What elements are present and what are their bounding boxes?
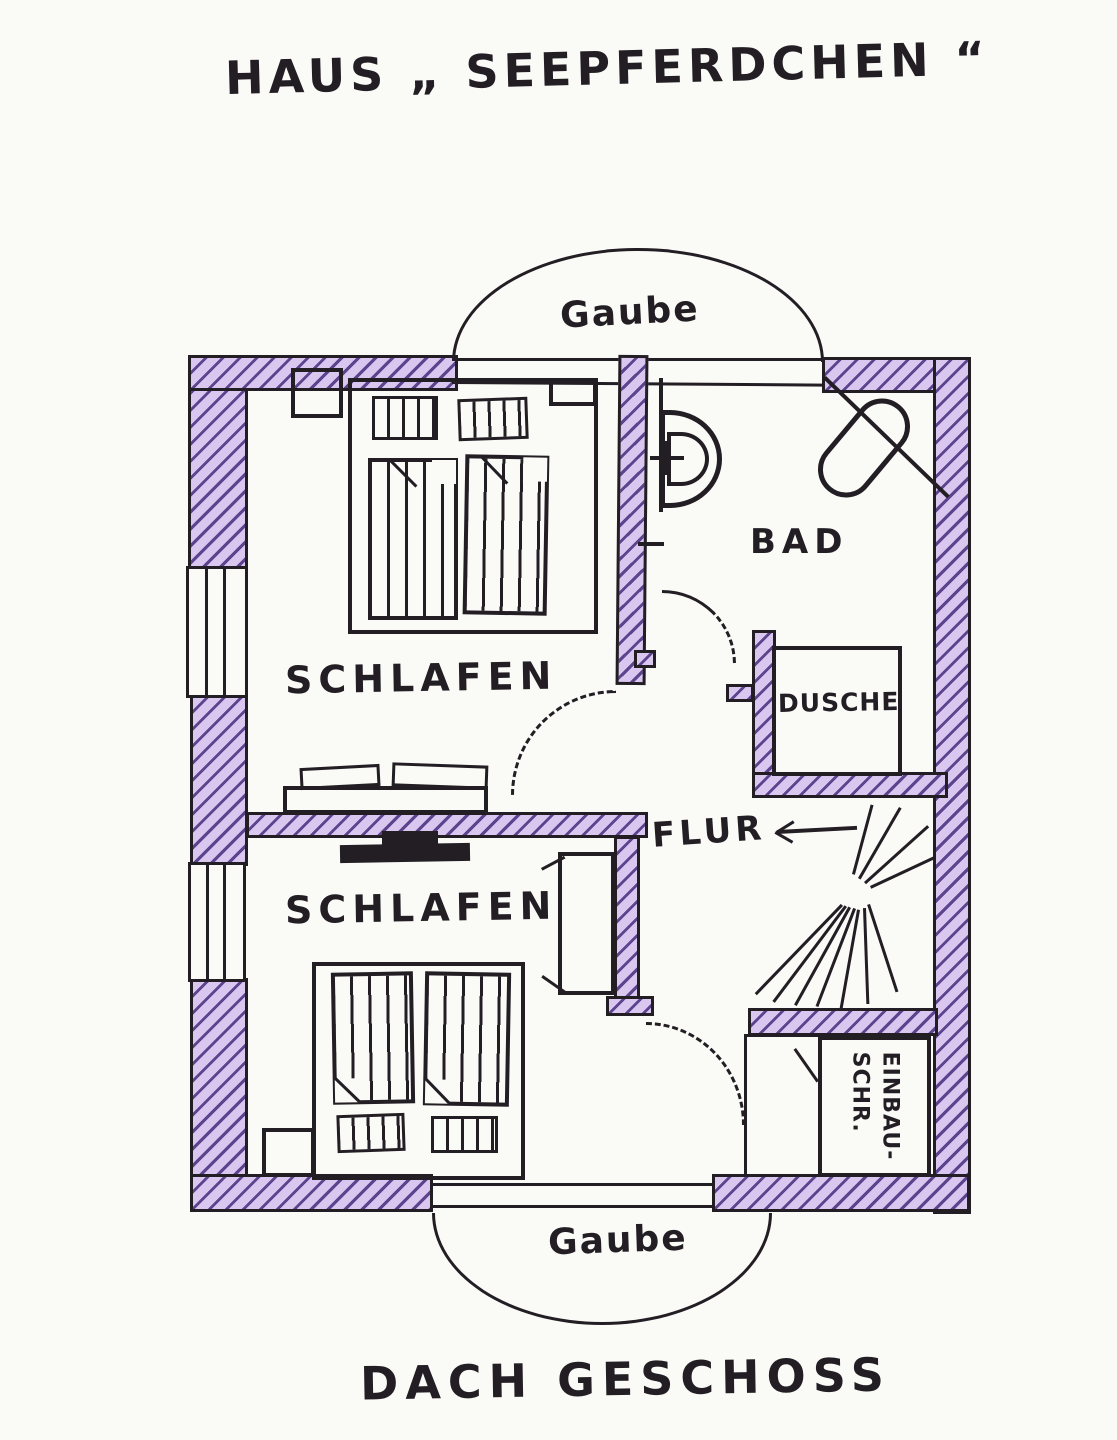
bench-seat (283, 786, 488, 814)
mattress (330, 971, 416, 1105)
mattress (462, 454, 550, 616)
cabinet (558, 852, 615, 995)
bench-backrest (299, 763, 381, 791)
wall-stairs-bottom (748, 1008, 938, 1036)
wall-left-bottom (190, 978, 248, 1212)
wall-hall-bedroom-divider (614, 836, 640, 1010)
mattress-fold-line (389, 460, 418, 488)
washbasin (806, 387, 922, 509)
window-glass-line (206, 865, 209, 979)
bench-backrest (391, 762, 489, 790)
wall-divider-foot (634, 650, 656, 668)
bed-frame-top (348, 378, 598, 634)
closet-niche-line-h (744, 1034, 822, 1037)
pillow (457, 396, 529, 442)
stair-tread-line (867, 904, 899, 993)
bathroom-label: BAD (750, 522, 849, 562)
closet-niche-line-v (744, 1036, 747, 1176)
nightstand (549, 378, 597, 406)
nightstand (262, 1128, 315, 1177)
builtin-closet-label: EINBAU- SCHR. (845, 1052, 904, 1161)
builtin-closet (818, 1036, 931, 1177)
window-left-upper (186, 566, 248, 698)
pillow (431, 1116, 498, 1153)
bedroom-bottom-door-arc (646, 1022, 745, 1125)
dormer-sill-line (430, 1183, 714, 1186)
wall-bedroom-bath-divider (615, 354, 649, 686)
wall-between-bedrooms (246, 812, 648, 838)
floor-label: DACH GESCHOSS (359, 1347, 892, 1411)
mattress-fold-corner (432, 460, 456, 484)
mattress (422, 971, 512, 1107)
window-glass-line (223, 569, 226, 695)
closet-door-line (793, 1048, 819, 1083)
dormer-label-bottom: Gaube (547, 1217, 689, 1264)
mattress-fold-corner (522, 457, 548, 482)
window-left-lower (188, 862, 246, 982)
pillow (372, 396, 438, 440)
stair-tread-line (863, 908, 870, 1005)
wall-left-mid (190, 694, 248, 866)
window-glass-line (205, 569, 208, 695)
bedroom-top-label: SCHLAFEN (284, 653, 558, 703)
stair-tread-line (852, 804, 874, 875)
nightstand (291, 368, 343, 418)
hallway-arrow-tail (777, 825, 858, 834)
wall-left-top (188, 358, 248, 570)
pillow (336, 1112, 406, 1154)
bed-frame-bottom (312, 962, 525, 1180)
bedroom-bottom-label: SCHLAFEN (284, 883, 558, 933)
wall-shower-stub (726, 684, 754, 702)
hallway-label: FLUR (650, 808, 767, 856)
shower-label: DUSCHE (777, 686, 900, 719)
plan-title: HAUS „ SEEPFERDCHEN “ (224, 31, 991, 106)
stair-tread-line (754, 903, 843, 996)
shower-cubicle (772, 646, 902, 776)
dormer-label-top: Gaube (559, 288, 701, 337)
dormer-sill-line (430, 1205, 714, 1208)
toilet-partition-tick (638, 542, 664, 546)
mattress-fold-line (481, 456, 509, 485)
builtin-closet-label-line1: EINBAU- (877, 1051, 903, 1161)
bathroom-door-arc (662, 590, 736, 664)
chimney-block-step (382, 831, 438, 845)
stair-tread-line (870, 856, 935, 889)
wall-divider-foot (606, 996, 654, 1016)
wall-top-left (188, 355, 458, 391)
builtin-closet-label-line2: SCHR. (848, 1051, 873, 1133)
wall-bottom-right (712, 1174, 970, 1212)
bedroom-top-door-arc (511, 690, 616, 795)
window-glass-line (223, 865, 226, 979)
toilet-cross-v (665, 441, 669, 475)
chimney-block (339, 842, 471, 864)
mattress (368, 458, 458, 620)
